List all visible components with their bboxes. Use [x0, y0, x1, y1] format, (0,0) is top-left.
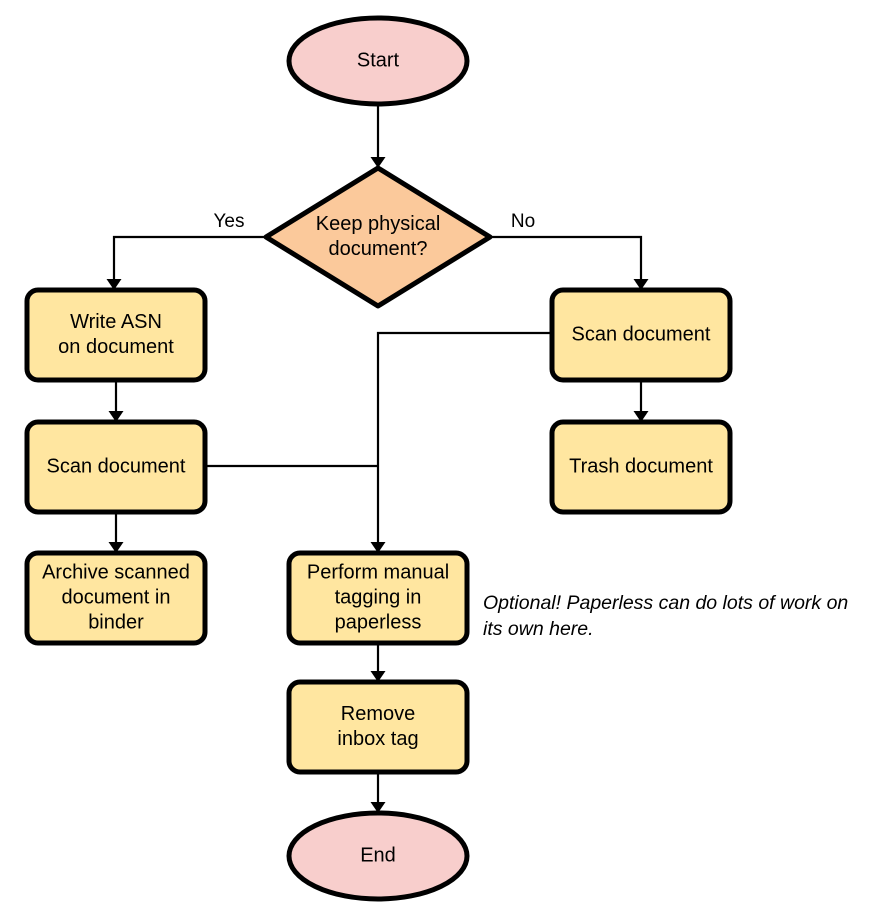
node-shape-diamond [263, 165, 493, 309]
node-label-line: Scan document [572, 323, 711, 345]
annotation-line: its own here. [483, 618, 594, 640]
edge-arrowhead [108, 411, 124, 422]
edge-line [112, 235, 266, 282]
node-label-line: document in [62, 586, 171, 608]
edge-line [376, 331, 552, 545]
edge-arrowhead [370, 542, 386, 553]
node-shape-rect [549, 419, 733, 515]
edge-manual-tagging-to-remove-inbox-tag [370, 643, 386, 682]
node-label-line: Archive scanned [42, 561, 190, 583]
node-label-line: Remove [341, 703, 415, 725]
node-write-asn-on-document[interactable]: Write ASN on document [24, 287, 208, 383]
node-shape-ellipse [286, 15, 470, 107]
edge-arrowhead [370, 802, 386, 813]
edge-arrowhead [370, 671, 386, 682]
edge-arrowhead [370, 157, 386, 168]
edge-arrowhead [633, 279, 649, 290]
node-shape-rect [286, 679, 470, 775]
edge-arrowhead [108, 542, 124, 553]
node-label-line: Keep physical [316, 213, 441, 235]
edge-scan-document-right-to-trash [633, 380, 649, 422]
node-shape-rect [286, 550, 470, 646]
node-label-line: tagging in [335, 586, 422, 608]
annotation-line: Optional! Paperless can do lots of work … [483, 592, 848, 614]
node-label-line: binder [88, 611, 144, 633]
edge-write-asn-to-scan-document-left [108, 380, 124, 422]
edges-layer: Yes No [106, 104, 649, 813]
node-end[interactable]: End [286, 810, 470, 902]
node-label-line: document? [329, 238, 428, 260]
node-shape-rect [24, 550, 208, 646]
edge-arrowhead [106, 279, 122, 290]
node-start[interactable]: Start [286, 15, 470, 107]
node-trash-document[interactable]: Trash document [549, 419, 733, 515]
edge-line [490, 235, 643, 282]
node-label-line: Write ASN [70, 311, 162, 333]
edge-label-decision-no-to-scan-document-right: No [511, 211, 535, 232]
edge-remove-inbox-tag-to-end [370, 772, 386, 813]
node-shape-rect [24, 287, 208, 383]
node-label-line: on document [58, 336, 174, 358]
edge-decision-yes-to-write-asn: Yes [106, 211, 266, 290]
node-label-line: paperless [335, 611, 422, 633]
node-shape-rect [24, 419, 208, 515]
edge-start-to-decision [370, 104, 386, 168]
annotation-paperless-optional-note: Optional! Paperless can do lots of work … [483, 592, 848, 640]
edge-scan-document-left-to-archive [108, 512, 124, 553]
edge-scan-document-right-to-manual-tagging [370, 331, 552, 553]
node-keep-physical-document[interactable]: Keep physical document? [263, 165, 493, 309]
node-shape-rect [549, 287, 733, 383]
annotations-layer: Optional! Paperless can do lots of work … [483, 592, 848, 640]
node-label-line: inbox tag [337, 728, 418, 750]
node-perform-manual-tagging-in-paperless[interactable]: Perform manual tagging in paperless [286, 550, 470, 646]
node-label-line: Trash document [569, 455, 713, 477]
node-remove-inbox-tag[interactable]: Remove inbox tag [286, 679, 470, 775]
node-label-line: Start [357, 49, 400, 71]
node-scan-document-left[interactable]: Scan document [24, 419, 208, 515]
node-shape-ellipse [286, 810, 470, 902]
node-label-line: Perform manual [307, 561, 449, 583]
node-label-line: Scan document [47, 455, 186, 477]
edge-label-decision-yes-to-write-asn: Yes [214, 211, 245, 232]
node-archive-scanned-document-in-binder[interactable]: Archive scanned document in binder [24, 550, 208, 646]
node-label-line: End [360, 844, 396, 866]
node-scan-document-right[interactable]: Scan document [549, 287, 733, 383]
edge-decision-no-to-scan-document-right: No [490, 211, 649, 290]
edge-arrowhead [633, 411, 649, 422]
